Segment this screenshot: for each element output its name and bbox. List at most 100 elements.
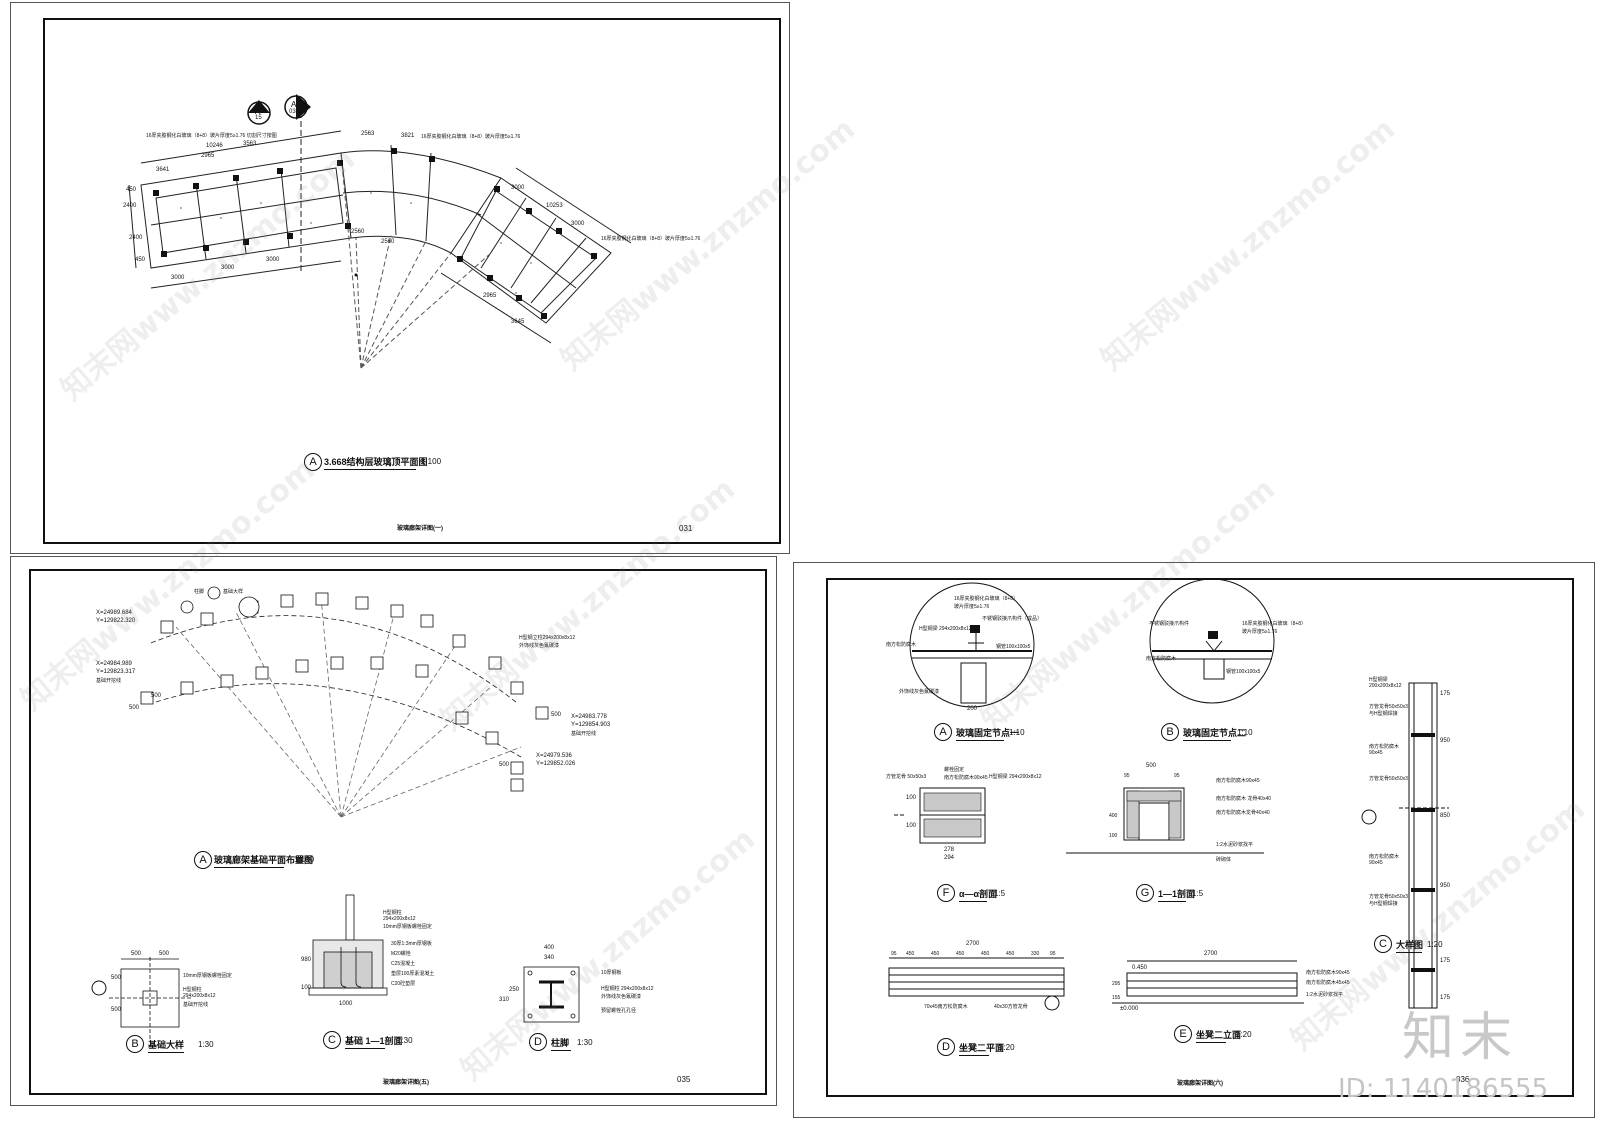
detail-g3-note-3: 南方松防腐木龙骨40x40 xyxy=(1216,810,1270,816)
detail-c-note-5: M20螺栓 xyxy=(391,951,411,957)
view-a-letter-2: A xyxy=(194,851,212,869)
section-mark-4: 036 xyxy=(289,109,300,115)
brand-logo: 知末 xyxy=(1402,1008,1519,1068)
coord-4: Y=129823.317 xyxy=(96,669,136,675)
dim-plan-1: 500 xyxy=(129,705,140,711)
view-a-letter: A xyxy=(304,453,322,471)
detail-b-dim-4: 500 xyxy=(111,1007,122,1013)
detail-d3-note-2: 40x30方管龙骨 xyxy=(994,1004,1028,1010)
label-h-column: H型钢立柱294x200x8x12 xyxy=(519,635,576,641)
detail-b-letter: B xyxy=(126,1035,144,1053)
dim-bottom-4: 2560 xyxy=(351,229,365,235)
dim-right-1: 3000 xyxy=(511,185,525,191)
detail-g3-note-1: 南方松防腐木90x45 xyxy=(1216,778,1260,784)
detail-c3-letter: C xyxy=(1374,935,1392,953)
detail-d-letter: D xyxy=(529,1033,547,1051)
detail-e3-level-top: 0.450 xyxy=(1132,965,1148,971)
dim-right-4: 2965 xyxy=(483,293,497,299)
dim-top-3: 3563 xyxy=(243,141,257,147)
detail-c-note-1: H型钢柱 xyxy=(383,910,402,916)
detail-d-dim-2: 340 xyxy=(544,955,555,961)
detail-d-note-2: H型钢柱 294x200x8x12 xyxy=(601,986,654,992)
watermark-3: 知末网www.znzmo.com xyxy=(1094,111,1402,378)
detail-c-dim-3: 100 xyxy=(301,985,312,991)
detail-f3-dim-1: 278 xyxy=(944,847,955,853)
detail-f3-note-1: 方管龙骨 50x50x3 xyxy=(886,774,927,780)
detail-g3-scale: 1:5 xyxy=(1192,889,1204,898)
dim-right-3: 10253 xyxy=(546,203,563,209)
coord-5: X=24983.778 xyxy=(571,714,607,720)
detail-d3-dim-3: 450 xyxy=(931,951,940,957)
coord-2: Y=129822.320 xyxy=(96,618,136,624)
detail-d3-dim-1: 95 xyxy=(891,951,897,957)
detail-d3-letter: D xyxy=(937,1038,955,1056)
detail-c3-dim-5: 175 xyxy=(1440,958,1451,964)
detail-e3-dim-2: 295 xyxy=(1112,981,1121,987)
sheet-3-title: 玻璃廊架详图(六) xyxy=(1177,1081,1223,1087)
detail-d-dim-1: 400 xyxy=(544,945,555,951)
dim-left-2: 2400 xyxy=(129,235,143,241)
detail-d3-scale: 1:20 xyxy=(999,1043,1015,1052)
dim-left-1: 2400 xyxy=(123,203,137,209)
sheet-2: X=24989.684 Y=129822.320 X=24984.989 Y=1… xyxy=(10,556,777,1106)
detail-b3-note-4: 南方松防腐木 xyxy=(1146,656,1177,662)
coord-8: Y=129852.026 xyxy=(536,761,576,767)
note-3: 16厚夹胶钢化白玻璃（8+8）玻片厚度5≥1.76 xyxy=(601,236,701,242)
detail-f3-title: α—α剖面 xyxy=(959,887,997,902)
detail-f3-letter: F xyxy=(937,884,955,902)
view-a-title-2: 玻璃廊架基础平面布置图 xyxy=(214,853,313,868)
detail-a-title: 玻璃固定节点一 xyxy=(956,726,1019,741)
label-foundation-detail: 基础大样 xyxy=(223,589,244,595)
coord-3: X=24984.989 xyxy=(96,661,132,667)
detail-c3-dim-4: 950 xyxy=(1440,883,1451,889)
detail-g3-note-4: 1:2水泥砂浆找平 xyxy=(1216,842,1253,848)
detail-a-note-6: 南方松防腐木 xyxy=(886,642,917,648)
detail-c3-scale: 1:20 xyxy=(1427,940,1443,949)
detail-b3-note-3: 玻片厚度5≥1.76 xyxy=(1242,629,1278,635)
detail-a-note-2: 玻片厚度5≥1.76 xyxy=(954,604,990,610)
detail-c3-note-3: 方管龙骨50x50x3 xyxy=(1369,704,1408,710)
detail-e3-note-2: 南方松防腐木45x45 xyxy=(1306,980,1350,986)
detail-e3-scale: 1:20 xyxy=(1236,1030,1252,1039)
detail-e3-note-3: 1:2水泥砂浆找平 xyxy=(1306,992,1343,998)
detail-b-note-2: H型钢柱 xyxy=(183,987,202,993)
detail-e3-dim-total: 2700 xyxy=(1204,951,1218,957)
glass-roof-plan-drawing xyxy=(128,94,632,369)
detail-c3-title: 大样图 xyxy=(1396,938,1423,953)
detail-b3-note-1: 不锈钢驳接爪构件 xyxy=(1149,621,1190,627)
section-mark-2: 15 xyxy=(255,115,262,121)
detail-b-dim-3: 500 xyxy=(111,975,122,981)
detail-d-scale: 1:30 xyxy=(577,1038,593,1047)
sheet-3: 16厚夹胶钢化白玻璃（8+8） 玻片厚度5≥1.76 不锈钢驳接爪构件（成品） … xyxy=(793,562,1595,1118)
sheet-1: A 15 A 036 16厚夹胶钢化白玻璃（8+8）玻片厚度5≥1.76 切割尺… xyxy=(10,2,790,554)
detail-a-note-4: H型钢梁 294x200x8x12 xyxy=(919,626,972,632)
coord-6: Y=129854.903 xyxy=(571,722,611,728)
detail-d3-note-1: 70x45南方松防腐木 xyxy=(924,1004,968,1010)
detail-d3-dim-5: 450 xyxy=(981,951,990,957)
detail-a-dim: 200 xyxy=(967,706,978,712)
detail-c3-note-2: 200x200x8x12 xyxy=(1369,683,1402,689)
coord-7: X=24979.536 xyxy=(536,753,572,759)
sheet-1-number: 031 xyxy=(679,524,693,533)
detail-f3-dim-3: 100 xyxy=(906,795,917,801)
detail-g3-note-2: 南方松防腐木 龙骨40x40 xyxy=(1216,796,1272,802)
detail-c3-note-1: H型钢梁 xyxy=(1369,677,1388,683)
detail-b3-note-2: 16厚夹胶钢化白玻璃（8+8） xyxy=(1242,621,1307,627)
detail-g3-letter: G xyxy=(1136,884,1154,902)
detail-g3-title: 1—1剖面 xyxy=(1158,887,1195,902)
detail-c-scale: 1:30 xyxy=(397,1036,413,1045)
detail-d-dim-4: 310 xyxy=(499,997,510,1003)
detail-b-note-1: 10mm厚钢板螺栓固定 xyxy=(183,973,232,979)
dim-bottom-2: 3000 xyxy=(221,265,235,271)
detail-g3-dim-2: 95 xyxy=(1124,773,1130,779)
dim-bottom-1: 3000 xyxy=(171,275,185,281)
detail-b-dim-2: 500 xyxy=(159,951,170,957)
note-1: 16厚夹胶钢化白玻璃（8+8）玻片厚度5≥1.76 切割尺寸按图 xyxy=(146,133,277,139)
detail-f3-dim-4: 100 xyxy=(906,823,917,829)
view-a-scale-2: 1:100 xyxy=(294,855,315,864)
note-2: 16厚夹胶钢化白玻璃（8+8）玻片厚度5≥1.76 xyxy=(421,134,521,140)
detail-d3-dim-8: 95 xyxy=(1050,951,1056,957)
detail-g3-dim-4: 400 xyxy=(1109,813,1118,819)
detail-g3-dim-1: 500 xyxy=(1146,763,1157,769)
detail-d-title: 柱脚 xyxy=(551,1036,571,1051)
